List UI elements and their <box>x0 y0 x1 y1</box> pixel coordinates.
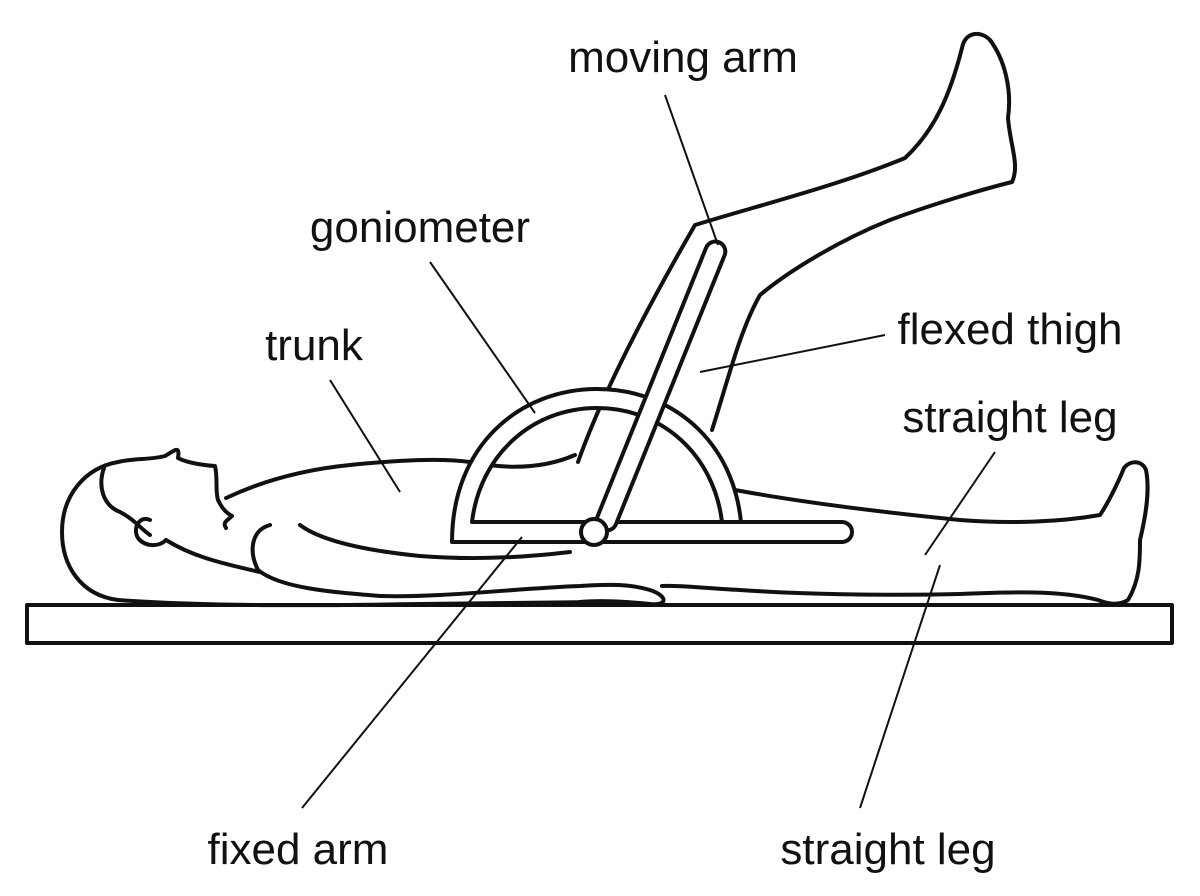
face-profile <box>99 466 152 537</box>
neck-chest <box>164 538 262 574</box>
leader-goniometer <box>429 261 536 414</box>
leader-fixed-arm <box>301 536 523 809</box>
straight-leg <box>660 460 1150 606</box>
leader-trunk <box>329 379 401 493</box>
goniometer-body <box>450 387 744 544</box>
leader-straight-leg-lower <box>859 564 941 809</box>
ear <box>133 516 168 547</box>
leader-moving-arm <box>664 94 719 246</box>
shoulder-arm <box>250 523 666 607</box>
label-moving-arm: moving arm <box>568 33 798 82</box>
leader-flexed-thigh <box>699 334 886 373</box>
label-straight-leg-upper: straight leg <box>902 393 1117 442</box>
goniometer-pivot <box>579 517 609 547</box>
trunk-upper-outline <box>224 457 472 500</box>
leader-straight-leg-upper <box>924 451 996 556</box>
examination-table <box>25 603 1174 645</box>
goniometer-fixed-arm <box>590 520 854 544</box>
head <box>60 447 234 602</box>
label-trunk: trunk <box>265 321 364 370</box>
label-straight-leg-lower: straight leg <box>780 825 995 874</box>
chest-line <box>298 523 572 561</box>
label-goniometer: goniometer <box>310 203 530 252</box>
label-flexed-thigh: flexed thigh <box>897 305 1122 354</box>
label-fixed-arm: fixed arm <box>208 825 389 874</box>
flexed-leg <box>576 31 1017 464</box>
back-outline <box>116 598 602 608</box>
